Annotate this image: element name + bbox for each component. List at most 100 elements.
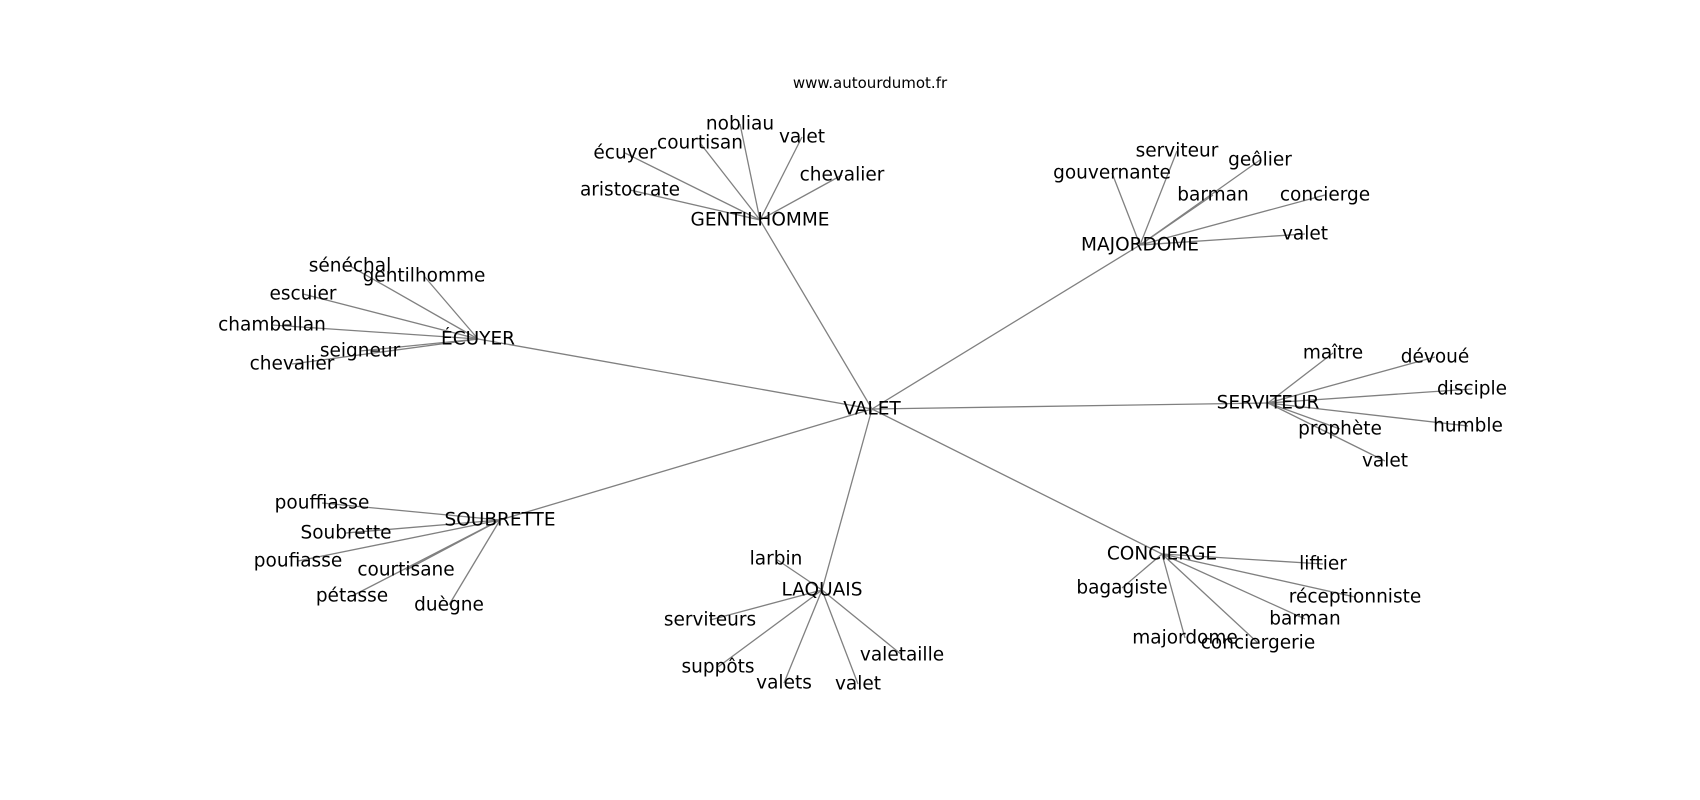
edge-hub-leaf bbox=[423, 275, 479, 340]
leaf-node-label: dévoué bbox=[1401, 347, 1470, 368]
edge-hub-leaf bbox=[1161, 553, 1306, 620]
leaf-node-label: escuier bbox=[269, 284, 336, 305]
leaf-node-label: liftier bbox=[1299, 554, 1347, 575]
hub-node-label: ÉCUYER bbox=[441, 328, 515, 350]
hub-node-label: MAJORDOME bbox=[1081, 235, 1199, 256]
edge-hub-leaf bbox=[1139, 194, 1214, 246]
leaf-node-label: valet bbox=[835, 674, 881, 695]
leaf-node-label: courtisane bbox=[357, 560, 454, 581]
leaf-node-label: suppôts bbox=[681, 657, 754, 678]
leaf-node-label: aristocrate bbox=[580, 180, 680, 201]
leaf-node-label: serviteurs bbox=[664, 610, 756, 631]
leaf-node-label: gouvernante bbox=[1053, 163, 1171, 184]
leaf-node-label: courtisan bbox=[657, 133, 743, 154]
leaf-node-label: réceptionniste bbox=[1289, 587, 1421, 608]
leaf-node-label: pétasse bbox=[316, 586, 388, 607]
edge-center-hub bbox=[821, 408, 873, 591]
edge-hub-leaf bbox=[349, 265, 479, 340]
edge-hub-leaf bbox=[783, 589, 823, 684]
edge-hub-leaf bbox=[297, 519, 501, 562]
edge-hub-leaf bbox=[709, 589, 823, 621]
edge-hub-leaf bbox=[448, 519, 501, 606]
leaf-node-label: seigneur bbox=[320, 341, 401, 362]
edge-hub-leaf bbox=[1267, 352, 1334, 404]
edge-hub-leaf bbox=[351, 519, 501, 597]
leaf-node-label: duègne bbox=[414, 595, 484, 616]
edge-hub-leaf bbox=[717, 589, 823, 668]
edge-hub-leaf bbox=[345, 519, 501, 534]
edge-center-hub bbox=[871, 408, 1163, 555]
edges bbox=[271, 123, 1473, 685]
edge-hub-leaf bbox=[1121, 553, 1163, 589]
leaf-node-label: chambellan bbox=[218, 315, 326, 336]
edge-hub-leaf bbox=[1139, 233, 1306, 246]
edge-hub-leaf bbox=[1161, 553, 1356, 598]
edge-hub-leaf bbox=[775, 558, 823, 591]
hub-node-label: GENTILHOMME bbox=[690, 210, 829, 231]
leaf-node-label: majordome bbox=[1132, 628, 1238, 649]
leaf-node-label: écuyer bbox=[593, 143, 657, 164]
edge-hub-leaf bbox=[1161, 553, 1186, 639]
leaf-node-label: valet bbox=[1362, 451, 1408, 472]
hub-node-label: CONCIERGE bbox=[1107, 544, 1217, 565]
leaf-node-label: conciergerie bbox=[1201, 633, 1315, 654]
edge-center-hub bbox=[871, 402, 1269, 410]
leaf-node-label: serviteur bbox=[1136, 141, 1219, 162]
leaf-node-label: Soubrette bbox=[300, 523, 391, 544]
edge-hub-leaf bbox=[1161, 553, 1259, 644]
leaf-node-label: valet bbox=[779, 127, 825, 148]
leaf-node-label: larbin bbox=[750, 549, 803, 570]
leaf-node-label: gentilhomme bbox=[363, 266, 486, 287]
leaf-node-label: prophète bbox=[1298, 419, 1382, 440]
hub-node-label: SERVITEUR bbox=[1217, 393, 1320, 414]
edge-hub-leaf bbox=[624, 152, 761, 221]
edge-hub-leaf bbox=[302, 293, 479, 340]
edge-hub-leaf bbox=[759, 174, 843, 221]
center-node-label: VALET bbox=[843, 399, 901, 420]
edge-center-hub bbox=[871, 244, 1141, 410]
leaf-node-label: valets bbox=[756, 673, 812, 694]
edge-center-hub bbox=[759, 219, 873, 410]
leaf-node-label: chevalier bbox=[250, 354, 335, 375]
leaf-node-label: maître bbox=[1303, 343, 1363, 364]
edge-hub-leaf bbox=[1161, 553, 1324, 565]
edge-hub-leaf bbox=[271, 324, 479, 340]
edge-center-hub bbox=[499, 408, 873, 521]
leaf-node-label: pouffiasse bbox=[275, 493, 370, 514]
leaf-node-label: valetaille bbox=[860, 645, 944, 666]
leaf-node-label: geôlier bbox=[1228, 150, 1292, 171]
edge-hub-leaf bbox=[1267, 388, 1473, 404]
leaf-node-label: barman bbox=[1269, 609, 1340, 630]
leaf-node-label: humble bbox=[1433, 416, 1503, 437]
leaf-node-label: barman bbox=[1177, 185, 1248, 206]
leaf-node-label: sénéchal bbox=[309, 256, 392, 277]
edge-hub-leaf bbox=[1267, 402, 1469, 427]
edge-hub-leaf bbox=[821, 589, 859, 685]
edge-center-hub bbox=[477, 338, 873, 410]
edge-hub-leaf bbox=[1139, 150, 1178, 246]
edge-hub-leaf bbox=[821, 589, 903, 656]
edge-hub-leaf bbox=[321, 502, 501, 521]
edge-hub-leaf bbox=[739, 123, 761, 221]
leaf-node-label: chevalier bbox=[800, 165, 885, 186]
edge-hub-leaf bbox=[1139, 194, 1326, 246]
leaf-node-label: nobliau bbox=[706, 114, 774, 135]
hub-node-label: SOUBRETTE bbox=[444, 510, 555, 531]
edge-hub-leaf bbox=[1267, 356, 1436, 404]
leaf-node-label: poufiasse bbox=[254, 551, 342, 572]
edge-hub-leaf bbox=[759, 136, 803, 221]
edge-hub-leaf bbox=[291, 338, 479, 365]
edge-hub-leaf bbox=[699, 142, 761, 221]
leaf-node-label: disciple bbox=[1437, 379, 1507, 400]
edge-hub-leaf bbox=[629, 189, 761, 221]
edge-hub-leaf bbox=[1111, 172, 1141, 246]
edge-hub-leaf bbox=[1267, 402, 1386, 462]
leaf-node-label: concierge bbox=[1280, 185, 1370, 206]
leaf-node-label: bagagiste bbox=[1076, 578, 1167, 599]
hub-node-label: LAQUAIS bbox=[781, 580, 862, 601]
edge-hub-leaf bbox=[1267, 402, 1341, 430]
source-url: www.autourdumot.fr bbox=[793, 74, 948, 92]
leaf-node-label: valet bbox=[1282, 224, 1328, 245]
